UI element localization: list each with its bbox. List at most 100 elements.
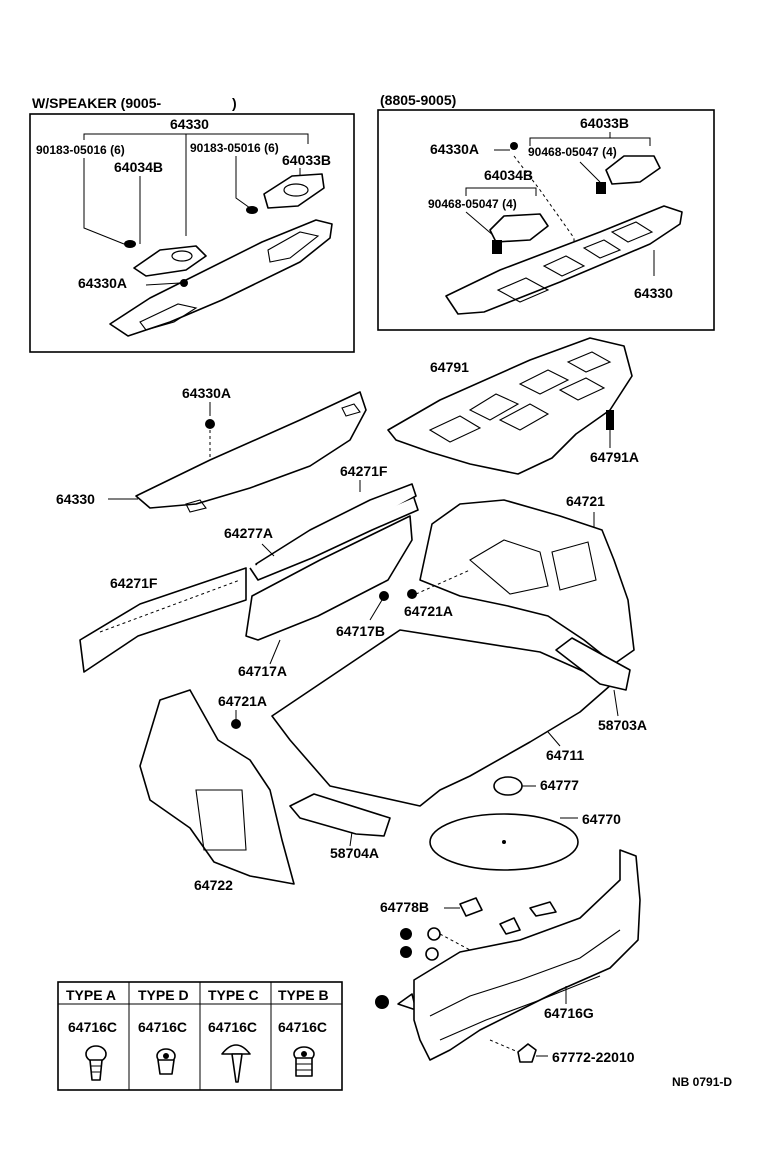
type-header-b: TYPE B xyxy=(278,987,329,1003)
label-back-panel-clip: 64791A xyxy=(590,449,639,465)
back-panel-cutout-1 xyxy=(428,415,482,443)
label-trim-panel: 64277A xyxy=(224,525,273,541)
label-shelf: 64330 xyxy=(56,491,95,507)
inset-right-shelf-label: 64330 xyxy=(634,285,673,301)
fastener-type-b-icon xyxy=(293,1046,315,1077)
package-tray-panel xyxy=(387,337,633,475)
inset-right-screw-right xyxy=(596,182,606,194)
inset-right-frame xyxy=(377,109,715,331)
type-header-d: TYPE D xyxy=(138,987,189,1003)
fastener-type-a-icon xyxy=(85,1045,107,1081)
inset-left-cover-right-grille xyxy=(283,183,309,197)
left-trim-dash xyxy=(99,579,241,633)
lead-plate-right xyxy=(613,689,619,717)
label-spare-cover: 64770 xyxy=(582,811,621,827)
back-panel-cutout-6 xyxy=(566,351,612,373)
inset-right-cover-right xyxy=(605,155,661,185)
left-side-cover xyxy=(139,689,295,885)
rear-trim-ridge xyxy=(429,929,621,1017)
inset-left-shelf xyxy=(109,219,333,337)
rear-trim-panel xyxy=(413,849,641,1061)
inset-right-screw-left-label: 90468-05047 (4) xyxy=(428,197,517,211)
label-plate-left: 58704A xyxy=(330,845,379,861)
package-tray-shelf xyxy=(135,391,367,509)
inset-right-hole-1 xyxy=(496,277,550,303)
side-clip xyxy=(379,591,389,601)
inset-right-title: (8805-9005) xyxy=(380,92,456,108)
clip-black-2 xyxy=(400,946,412,958)
inset-right-screw-left xyxy=(492,240,502,254)
fastener-type-table: TYPE A TYPE D TYPE C TYPE B 64716C 64716… xyxy=(57,981,343,1091)
inset-left-cover-left-grille xyxy=(171,250,193,262)
inset-left-title-close: ) xyxy=(232,95,237,111)
clip-black-3 xyxy=(375,995,389,1009)
label-trim-left: 64271F xyxy=(110,575,158,591)
inset-left-cover-left-label: 64034B xyxy=(114,159,163,175)
label-holder: 64777 xyxy=(540,777,579,793)
label-pad: 64778B xyxy=(380,899,429,915)
spare-holder xyxy=(493,776,523,796)
inset-right-cover-right-label: 64033B xyxy=(580,115,629,131)
plate-right xyxy=(555,637,631,691)
label-grommet: 67772-22010 xyxy=(552,1049,635,1065)
inset-left-screw-left-lead xyxy=(83,158,125,245)
right-cover-recess xyxy=(551,541,597,591)
label-cover-right-clip: 64721A xyxy=(404,603,453,619)
inset-with-speaker: W/SPEAKER (9005- ) 64330 90183-05016 (6)… xyxy=(29,95,355,353)
pad-2 xyxy=(499,917,521,935)
right-side-cover xyxy=(419,499,635,665)
rear-trim-ridge-2 xyxy=(439,975,601,1041)
inset-left-screw-left xyxy=(124,240,136,248)
cover-right-clip xyxy=(407,589,417,599)
label-cover-right: 64721 xyxy=(566,493,605,509)
inset-8805-9005: (8805-9005) 64033B 64330A 90468-05047 (4… xyxy=(377,92,715,331)
back-panel-clip xyxy=(606,410,614,430)
cover-left-clip xyxy=(231,719,241,729)
label-shelf-clip: 64330A xyxy=(182,385,231,401)
clip-white-2 xyxy=(425,947,439,961)
inset-right-clip xyxy=(510,142,518,150)
label-rear-trim: 64716G xyxy=(544,1005,594,1021)
inset-left-cover-left xyxy=(133,245,207,277)
inset-left-title: W/SPEAKER (9005- xyxy=(32,95,161,111)
lower-trim-strip xyxy=(249,497,419,581)
inset-left-screw-right-lead xyxy=(235,156,251,209)
back-panel-cutout-2 xyxy=(468,393,520,421)
back-panel-cutout-4 xyxy=(518,369,570,395)
clip-black-1 xyxy=(400,928,412,940)
inset-right-hole-3 xyxy=(582,239,622,259)
grommet-dash xyxy=(489,1039,519,1053)
inset-left-clip xyxy=(180,279,188,287)
left-trim-board xyxy=(79,567,247,673)
inset-right-hole-2 xyxy=(542,255,586,277)
shelf-tab-right xyxy=(341,403,361,417)
lead-side-clip xyxy=(369,599,383,621)
inset-left-screw-right-label: 90183-05016 (6) xyxy=(190,141,279,155)
label-plate-right: 58703A xyxy=(598,717,647,733)
main-diagram: 64330A 64330 64791 64791A 64271F 64277A … xyxy=(56,337,732,1089)
type-part-b: 64716C xyxy=(278,1019,327,1035)
lead-trim-panel xyxy=(261,543,275,557)
clip-dash-1 xyxy=(439,933,471,951)
fastener-type-c-icon xyxy=(221,1044,251,1083)
inset-left-cover-right-label: 64033B xyxy=(282,152,331,168)
diagram-code: NB 0791-D xyxy=(672,1075,732,1089)
label-side-clip: 64717B xyxy=(336,623,385,639)
inset-right-screw-right-label: 90468-05047 (4) xyxy=(528,145,617,159)
inset-left-speaker-hole-left xyxy=(139,303,198,331)
inset-right-clip-label: 64330A xyxy=(430,141,479,157)
pad xyxy=(459,897,483,917)
left-cover-recess xyxy=(195,789,247,851)
type-part-c: 64716C xyxy=(208,1019,257,1035)
type-header-c: TYPE C xyxy=(208,987,259,1003)
type-part-d: 64716C xyxy=(138,1019,187,1035)
lead-floor-mat xyxy=(547,731,561,747)
type-header-a: TYPE A xyxy=(66,987,116,1003)
inset-left-clip-label: 64330A xyxy=(78,275,127,291)
lead-side-panel xyxy=(269,639,281,665)
inset-left-speaker-hole-right xyxy=(267,231,320,263)
back-panel-cutout-5 xyxy=(558,377,606,401)
clip-white-1 xyxy=(427,927,441,941)
lead-plate-left xyxy=(349,831,353,847)
